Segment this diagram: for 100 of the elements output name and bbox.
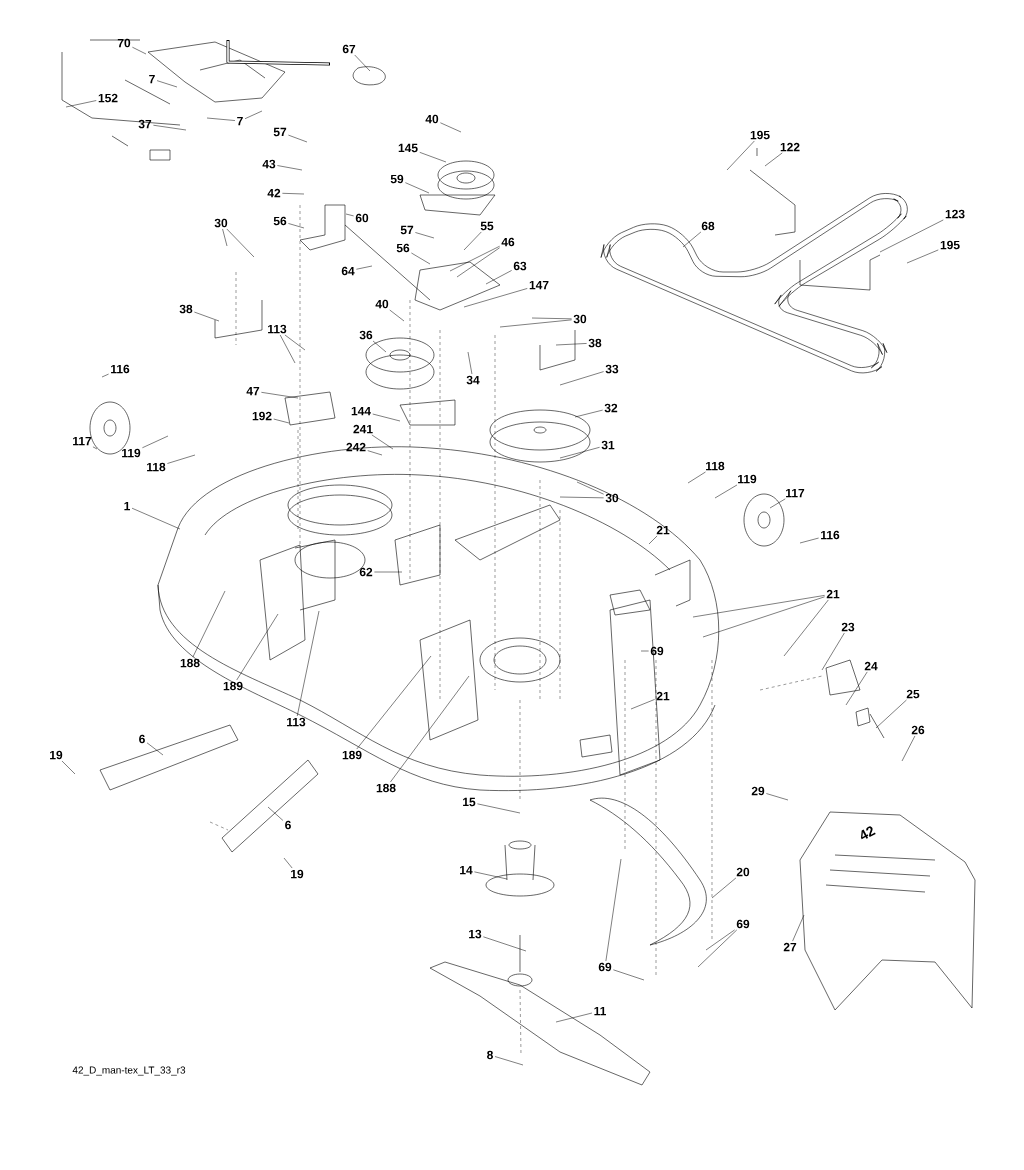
callout-number: 55 — [480, 221, 494, 231]
callout-number: 38 — [179, 304, 193, 314]
callout-number: 13 — [469, 929, 482, 939]
leader-line — [244, 110, 263, 119]
leader-line — [206, 117, 236, 121]
callout-number: 60 — [355, 213, 369, 223]
leader-line — [374, 571, 403, 573]
leader-line — [559, 496, 604, 499]
leader-line — [792, 914, 805, 942]
leader-line — [692, 595, 825, 618]
callout-number: 152 — [98, 93, 118, 103]
leader-line — [702, 596, 825, 638]
leader-line — [267, 806, 284, 821]
leader-line — [711, 877, 737, 899]
callout-number: 31 — [601, 440, 615, 450]
callout-number: 117 — [786, 488, 805, 498]
callout-number: 38 — [588, 338, 602, 348]
leader-line — [485, 270, 512, 285]
callout-number: 113 — [268, 324, 287, 334]
leader-line — [467, 351, 473, 375]
callout-number: 29 — [751, 786, 765, 796]
callout-number: 119 — [122, 448, 141, 458]
callout-number: 241 — [353, 424, 373, 434]
callout-number: 62 — [359, 567, 373, 577]
callout-number: 59 — [390, 174, 404, 184]
leader-line — [354, 54, 371, 72]
callout-number: 192 — [252, 411, 272, 421]
callout-number: 57 — [273, 127, 287, 137]
leader-line — [474, 871, 508, 880]
leader-line — [419, 152, 447, 163]
callout-number: 7 — [237, 116, 243, 126]
leader-line — [559, 447, 600, 459]
leader-line — [449, 245, 500, 272]
callout-number: 57 — [400, 225, 414, 235]
leader-line — [297, 610, 320, 717]
leader-line — [906, 249, 939, 264]
callout-number: 6 — [285, 820, 291, 830]
leader-line — [405, 182, 430, 194]
callout-number: 68 — [701, 221, 715, 231]
leader-line — [356, 655, 432, 750]
leader-line — [901, 735, 916, 762]
leader-line — [477, 803, 521, 814]
callout-number: 30 — [214, 218, 228, 228]
leader-line — [131, 507, 181, 530]
callout-number: 23 — [841, 622, 855, 632]
callout-number: 19 — [50, 750, 63, 760]
leader-line — [283, 857, 293, 869]
callout-number: 36 — [359, 330, 373, 340]
callout-number: 6 — [139, 734, 145, 744]
callout-number: 33 — [605, 364, 619, 374]
leader-line — [142, 435, 169, 449]
leader-line — [146, 742, 164, 756]
callout-number: 30 — [605, 493, 619, 503]
leader-line — [192, 590, 226, 658]
callout-number: 69 — [598, 962, 612, 972]
callout-number: 195 — [750, 130, 770, 140]
leader-line — [372, 413, 401, 422]
leader-line — [494, 1056, 524, 1066]
callout-number: 1 — [124, 501, 130, 511]
callout-number: 30 — [573, 314, 587, 324]
callout-number: 122 — [780, 142, 800, 152]
leader-line — [226, 228, 255, 258]
drawing-code: 42_D_man-tex_LT_33_r3 — [72, 1066, 186, 1076]
leader-line — [236, 613, 279, 681]
leader-line — [726, 140, 755, 171]
callout-number: 242 — [346, 442, 366, 452]
callout-number: 26 — [911, 725, 925, 735]
callout-number: 70 — [117, 38, 131, 48]
callout-number: 56 — [396, 243, 410, 253]
callout-number: 189 — [342, 750, 362, 760]
callout-number: 64 — [341, 266, 355, 276]
model-number: 42 — [861, 826, 876, 840]
callout-number: 21 — [656, 691, 670, 701]
leader-line — [167, 454, 196, 464]
leader-line — [277, 165, 303, 171]
leader-line — [390, 675, 470, 783]
leader-line — [440, 122, 462, 133]
callout-number: 47 — [246, 386, 260, 396]
callout-number: 21 — [826, 589, 840, 599]
leader-line — [194, 311, 220, 322]
callout-number: 7 — [149, 74, 155, 84]
callout-number: 145 — [398, 143, 418, 153]
leader-line — [648, 535, 658, 545]
callout-number: 195 — [940, 240, 960, 250]
callout-number: 46 — [501, 237, 515, 247]
leader-line — [372, 340, 387, 353]
callout-number: 116 — [821, 530, 840, 540]
callout-number: 63 — [513, 261, 527, 271]
callout-number: 113 — [287, 717, 306, 727]
leader-line — [389, 309, 405, 322]
callout-number: 118 — [147, 462, 166, 472]
callout-number: 144 — [351, 406, 371, 416]
leader-line — [576, 481, 604, 495]
leader-line — [463, 288, 528, 308]
callout-number: 119 — [738, 474, 757, 484]
leader-line — [559, 371, 604, 386]
leader-line — [555, 1012, 593, 1023]
leader-line — [456, 247, 500, 278]
callout-number: 42 — [267, 188, 281, 198]
leader-line — [371, 434, 394, 450]
